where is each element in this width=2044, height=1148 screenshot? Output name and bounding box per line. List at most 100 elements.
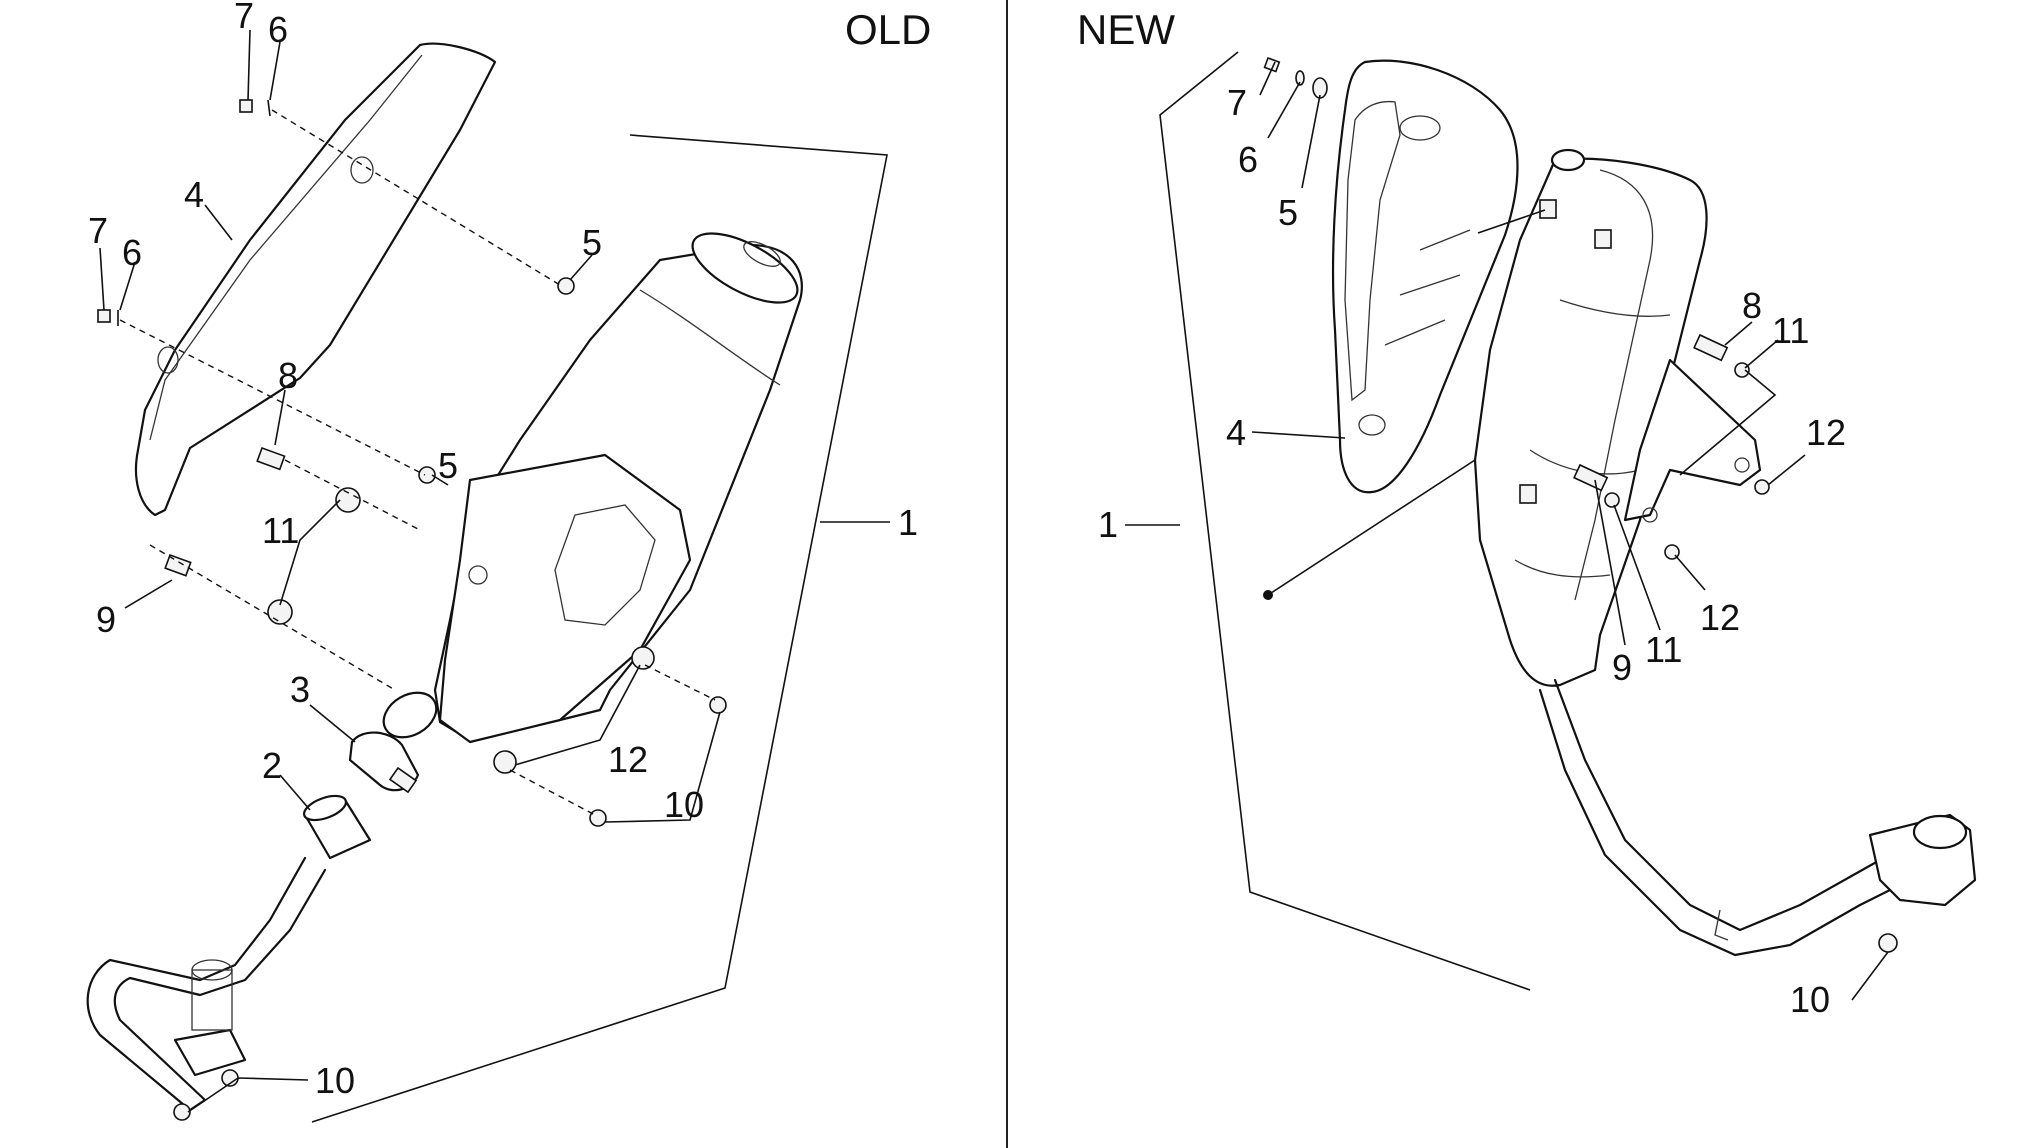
new-callout-4: 4	[1226, 412, 1246, 453]
new-bolt-8	[1693, 333, 1729, 362]
new-header-port	[1912, 814, 1968, 850]
new-bolt-9	[1573, 463, 1609, 492]
new-washer-11-upper	[1734, 362, 1750, 378]
old-muffler-band	[639, 289, 781, 386]
new-header-pipe	[1538, 678, 1932, 957]
new-muffler-ridge	[1574, 169, 1654, 601]
new-heat-shield-rib-2	[1399, 274, 1461, 296]
new-leader-bracket-top	[1679, 369, 1777, 476]
new-section: NEW	[1077, 6, 1977, 1020]
new-leader-12a	[1767, 454, 1806, 486]
new-leader-5	[1301, 94, 1321, 189]
new-muffler-tab-upper	[1539, 199, 1557, 219]
old-heat-shield-hole-upper	[350, 156, 374, 184]
old-nut-10-lower	[589, 809, 607, 827]
old-align-bolt-8	[284, 459, 421, 531]
new-muffler-band-3	[1514, 559, 1611, 578]
old-bolt-7-upper	[239, 99, 253, 113]
new-muffler-outlet	[1550, 148, 1586, 172]
new-heat-shield	[1331, 59, 1519, 494]
old-leader-3	[309, 704, 356, 743]
old-leader-7a	[247, 29, 251, 101]
old-grommet-5-upper	[557, 277, 575, 295]
old-callout-10b: 10	[315, 1060, 355, 1101]
old-nut-10-header-b	[173, 1103, 191, 1121]
old-leader-4	[204, 204, 233, 241]
new-leader-11a	[1744, 339, 1779, 369]
old-muffler-bracket-window	[554, 504, 656, 626]
new-leader-12b	[1674, 554, 1706, 591]
new-callout-11b: 11	[1645, 629, 1682, 670]
old-clamp-bolt	[388, 766, 418, 794]
old-callout-1: 1	[898, 502, 918, 543]
old-callout-7b: 7	[88, 210, 108, 251]
old-align-shield-lower	[119, 319, 426, 476]
new-callout-11a: 11	[1772, 310, 1809, 351]
old-align-upper	[271, 109, 561, 286]
old-header-pipe	[86, 856, 327, 1112]
old-leader-6b	[119, 261, 136, 311]
old-align-bracket-12	[644, 664, 716, 701]
new-heat-shield-boss	[1399, 115, 1441, 141]
old-callout-9: 9	[96, 599, 116, 640]
old-washer-11-upper	[335, 487, 361, 513]
old-bolt-8	[256, 446, 286, 471]
old-heat-shield-ridge	[149, 54, 423, 441]
new-callout-8: 8	[1742, 285, 1762, 326]
new-washer-12-upper	[1754, 479, 1770, 495]
new-muffler-bracket-hole-2	[1642, 507, 1658, 523]
old-bolt-9	[164, 553, 192, 577]
old-leader-2	[279, 774, 311, 811]
old-washer-6-upper	[267, 99, 271, 117]
new-muffler-body	[1473, 157, 1708, 687]
old-heat-shield	[134, 42, 497, 517]
new-washer-6	[1295, 70, 1305, 86]
old-callout-12: 12	[608, 739, 648, 780]
old-align-bolt-9	[149, 544, 396, 691]
old-align-bracket-12-lower	[509, 769, 596, 816]
new-muffler-bracket-hole-1	[1734, 457, 1750, 473]
new-leader-10	[1851, 951, 1889, 1001]
new-leader-4	[1251, 431, 1346, 439]
old-assembly-bracket	[311, 134, 888, 1123]
new-callout-12b: 12	[1700, 597, 1740, 638]
old-muffler-outlet	[743, 241, 781, 267]
new-callout-10: 10	[1790, 979, 1830, 1020]
new-heat-shield-hole	[1358, 414, 1386, 436]
new-muffler-tab-lower	[1519, 484, 1537, 504]
new-leader-7	[1259, 61, 1276, 96]
old-leader-11	[279, 499, 341, 606]
new-callout-9: 9	[1612, 647, 1632, 688]
new-bolt-7	[1263, 56, 1281, 73]
new-assembly-dot-leader	[1267, 459, 1476, 596]
old-leader-7b	[99, 247, 105, 311]
new-leader-6	[1267, 81, 1301, 139]
old-leader-6a	[269, 41, 281, 101]
old-callout-2: 2	[262, 745, 282, 786]
old-heat-shield-hole-lower	[157, 346, 179, 374]
new-muffler-tab-mid	[1594, 229, 1612, 249]
old-grommet-5-lower	[418, 466, 436, 484]
old-callout-6b: 6	[122, 232, 142, 273]
old-leader-5a	[569, 254, 593, 281]
new-heading: NEW	[1077, 6, 1175, 53]
old-callout-11: 11	[262, 510, 299, 551]
old-callout-5b: 5	[438, 445, 458, 486]
old-muffler-bracket	[438, 453, 692, 744]
old-callout-4: 4	[184, 174, 204, 215]
new-assembly-bracket	[1159, 51, 1531, 991]
new-nut-10	[1878, 933, 1898, 953]
old-nut-10-upper	[709, 696, 727, 714]
new-washer-11-lower	[1604, 492, 1620, 508]
new-heat-shield-inner	[1344, 100, 1401, 402]
new-callout-7: 7	[1227, 82, 1247, 123]
new-leader-11b	[1613, 504, 1661, 631]
old-gasket-end	[302, 794, 348, 822]
old-callout-10a: 10	[664, 784, 704, 825]
new-heat-shield-rib-3	[1384, 319, 1446, 346]
new-leader-8	[1724, 321, 1753, 346]
new-shield-to-muffler-leader	[1477, 209, 1546, 234]
old-leader-5b	[431, 474, 449, 486]
old-callout-5a: 5	[582, 222, 602, 263]
new-muffler-bracket	[1623, 358, 1762, 522]
